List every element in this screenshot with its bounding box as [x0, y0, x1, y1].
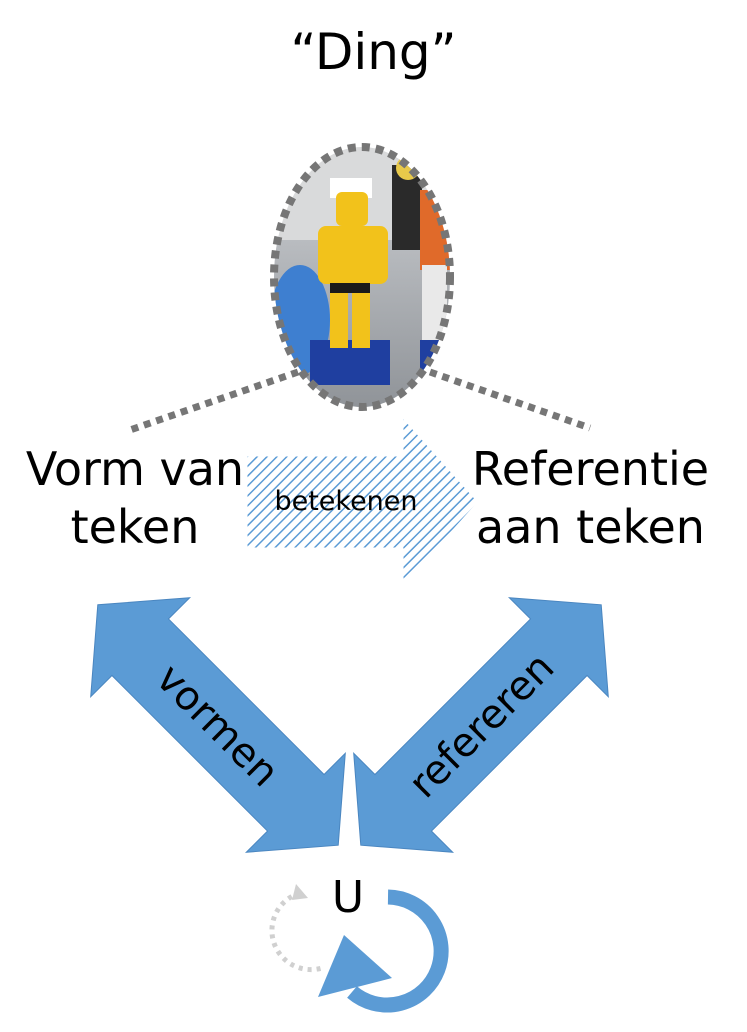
connector-left-line	[128, 368, 300, 434]
signify-arrow	[246, 416, 479, 588]
connector-right-line	[428, 368, 592, 432]
sign-reference-line-1: Referentie	[471, 442, 710, 496]
signify-arrow-label: betekenen	[274, 486, 417, 517]
sign-form-label: Vorm van teken	[20, 440, 250, 556]
cycle-arrow-icon	[318, 889, 449, 1013]
sign-reference-label: Referentie aan teken	[468, 440, 713, 556]
sign-reference-line-2: aan teken	[476, 500, 705, 554]
refer-arrow: refereren	[353, 597, 609, 853]
user-label: U	[331, 872, 365, 923]
sign-form-line-2: teken	[70, 500, 200, 554]
form-arrow: vormen	[90, 597, 346, 853]
thing-photo	[270, 143, 454, 411]
diagram-title: “Ding”	[290, 23, 457, 81]
sign-form-line-1: Vorm van	[25, 442, 245, 496]
faint-cycle-arrow-icon	[269, 884, 323, 973]
